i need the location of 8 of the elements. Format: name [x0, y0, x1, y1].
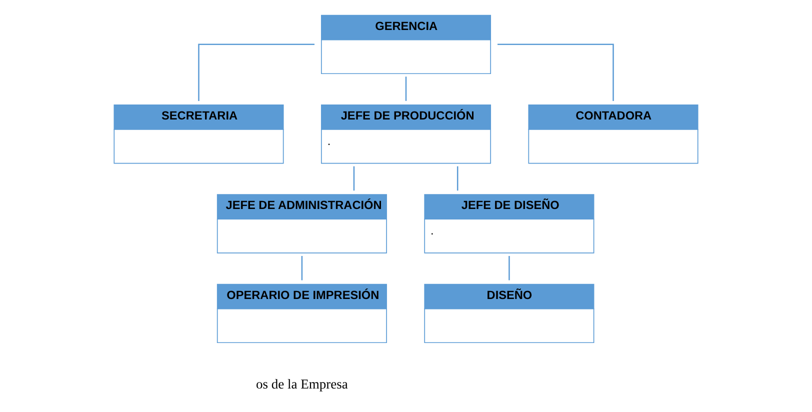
connector — [508, 256, 510, 280]
connector — [456, 166, 458, 191]
connector — [405, 76, 407, 101]
connector — [498, 44, 614, 101]
connector — [301, 256, 303, 280]
connector — [353, 166, 355, 191]
connector — [198, 44, 314, 101]
label: os de la Empresa — [256, 376, 348, 392]
